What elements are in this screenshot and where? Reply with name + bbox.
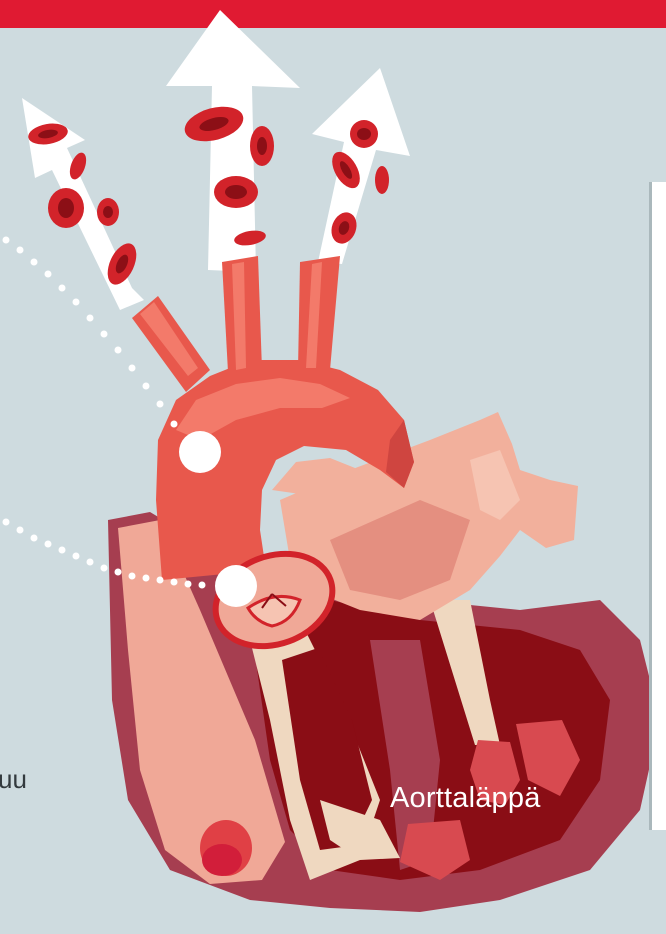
marker-dot-valve bbox=[215, 565, 257, 607]
marker-dot-aorta bbox=[179, 431, 221, 473]
aortic-valve-label: Aorttaläppä bbox=[390, 784, 541, 813]
red-blood-cell-icon bbox=[214, 176, 258, 208]
side-panel bbox=[652, 182, 666, 830]
red-blood-cell-icon bbox=[375, 166, 389, 194]
red-blood-cell-icon bbox=[97, 198, 119, 226]
cropped-text: uu bbox=[0, 766, 27, 792]
red-blood-cell-icon bbox=[250, 126, 274, 166]
arrow-up-icon bbox=[312, 68, 410, 264]
red-blood-cell-icon bbox=[350, 120, 378, 148]
arrow-up-icon bbox=[166, 10, 300, 272]
red-blood-cell-icon bbox=[48, 188, 84, 228]
